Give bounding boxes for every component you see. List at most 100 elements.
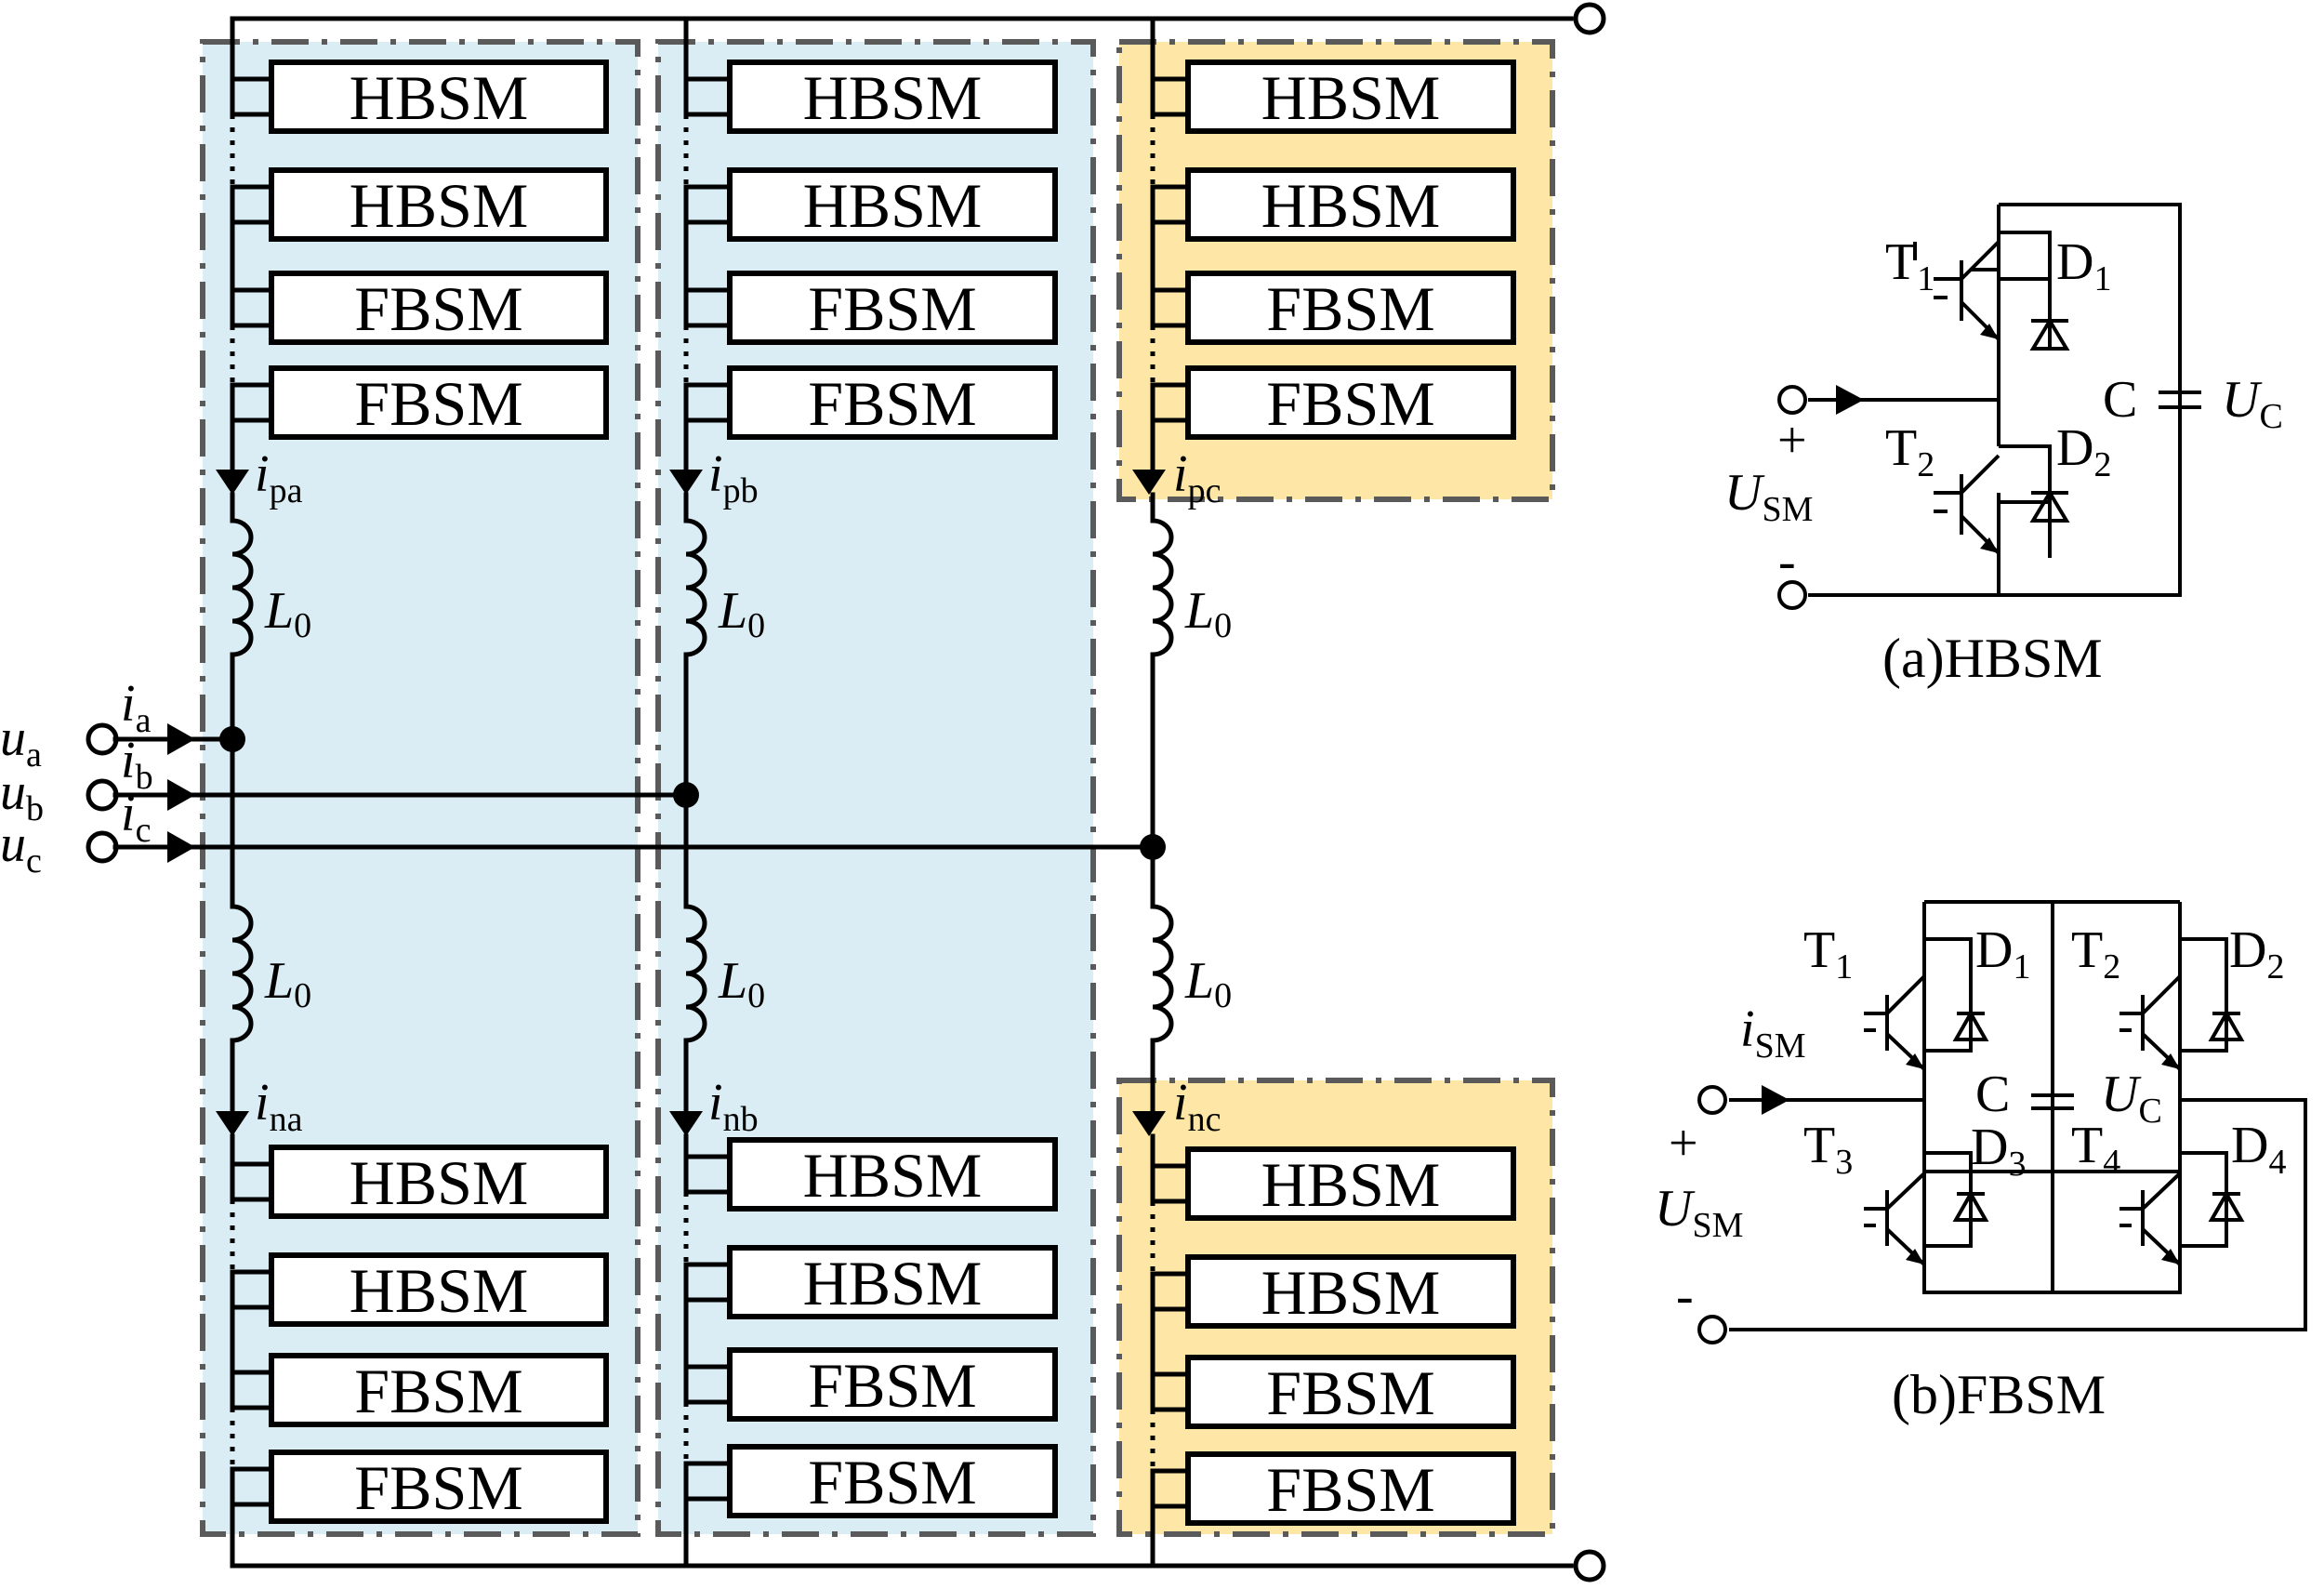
current-arrow-ipa bbox=[216, 470, 249, 495]
fbsm-terminal-minus[interactable] bbox=[1697, 1315, 1727, 1344]
inductor-a-upper bbox=[230, 518, 254, 657]
current-arrow-ipb bbox=[669, 470, 703, 495]
fbsm-d1-triangle bbox=[1952, 1009, 1989, 1041]
ac-current-label-b: ib bbox=[121, 732, 153, 797]
fbsm-capacitor-label: C bbox=[1975, 1066, 2010, 1123]
ac-voltage-label-a: ua bbox=[0, 709, 42, 775]
hbsm-usm-label: USM bbox=[1724, 464, 1813, 529]
current-label-inc: inc bbox=[1173, 1074, 1221, 1139]
junction-dot-c bbox=[1140, 834, 1166, 860]
ac-current-label-a: ia bbox=[121, 675, 152, 740]
ac-terminal-a[interactable] bbox=[86, 722, 119, 756]
fbsm-ism-label: iSM bbox=[1740, 1000, 1805, 1066]
fbsm-caption: (b)FBSM bbox=[1892, 1364, 2106, 1425]
arm-a-lower: HBSM HBSM FBSM FBSM bbox=[269, 1145, 609, 1524]
fbsm-t4-transistor bbox=[2119, 1172, 2182, 1266]
current-arrow-inc bbox=[1132, 1111, 1166, 1136]
submodule-box[interactable] bbox=[727, 1347, 1058, 1422]
submodule-box[interactable] bbox=[727, 167, 1058, 242]
dc-negative-terminal[interactable] bbox=[1573, 1549, 1606, 1582]
submodule-label: HBSM bbox=[803, 170, 983, 241]
fbsm-schematic: T1 T2 T3 T4 D1 D2 D3 D4 C UC iSM + - USM… bbox=[1655, 900, 2307, 1425]
fbsm-terminal-plus[interactable] bbox=[1697, 1085, 1727, 1115]
submodule-box[interactable] bbox=[1185, 60, 1516, 134]
submodule-box[interactable] bbox=[269, 1145, 609, 1219]
fbsm-t2-label: T2 bbox=[2071, 921, 2120, 987]
submodule-box[interactable] bbox=[1185, 1146, 1516, 1221]
hbsm-terminal-minus[interactable] bbox=[1777, 580, 1807, 610]
hbsm-current-arrow bbox=[1836, 385, 1864, 415]
submodule-label: HBSM bbox=[350, 1255, 529, 1326]
fbsm-current-arrow bbox=[1762, 1085, 1789, 1115]
inductor-label-b-lower: L0 bbox=[718, 952, 765, 1015]
inductor-label-b-upper: L0 bbox=[718, 582, 765, 645]
fbsm-d4-label: D4 bbox=[2231, 1117, 2286, 1182]
fbsm-t2-transistor bbox=[2119, 974, 2182, 1071]
ac-terminal-b[interactable] bbox=[86, 778, 119, 812]
arm-a-upper: HBSM HBSM FBSM FBSM bbox=[269, 60, 609, 440]
hbsm-capacitor-label: C bbox=[2103, 371, 2137, 429]
fbsm-d4-triangle bbox=[2208, 1189, 2245, 1222]
submodule-box[interactable] bbox=[727, 1245, 1058, 1319]
hbsm-terminal-plus[interactable] bbox=[1777, 385, 1807, 415]
dc-buses bbox=[230, 2, 1606, 1582]
inductor-b-upper bbox=[683, 518, 707, 657]
current-arrow-inb bbox=[669, 1111, 703, 1136]
submodule-label: FBSM bbox=[354, 368, 522, 439]
arm-b-lower: HBSM HBSM FBSM FBSM bbox=[727, 1137, 1058, 1518]
submodule-box[interactable] bbox=[269, 365, 609, 440]
ac-current-arrow-c bbox=[167, 831, 195, 863]
submodules: HBSM HBSM FBSM FBSM HBSM HBSM FBSM FBSM … bbox=[269, 60, 1516, 1526]
submodule-box[interactable] bbox=[727, 60, 1058, 134]
submodule-box[interactable] bbox=[269, 167, 609, 242]
fbsm-t3-label: T3 bbox=[1803, 1117, 1853, 1182]
arm-currents: ipa ipb ipc ina inb inc bbox=[216, 445, 1221, 1139]
submodule-box[interactable] bbox=[269, 60, 609, 134]
fbsm-minus-sign: - bbox=[1676, 1267, 1694, 1325]
fbsm-t4-label: T4 bbox=[2071, 1117, 2120, 1182]
zone-phase-c-upper-border bbox=[1116, 39, 1555, 502]
submodule-box[interactable] bbox=[1185, 1451, 1516, 1526]
arm-c-upper: HBSM HBSM FBSM FBSM bbox=[1185, 60, 1516, 440]
hbsm-t2-label: T2 bbox=[1885, 419, 1934, 484]
submodule-label: HBSM bbox=[803, 62, 983, 133]
inductor-a-lower bbox=[230, 904, 254, 1043]
hbsm-uc-label: UC bbox=[2222, 371, 2283, 436]
fbsm-plus-sign: + bbox=[1669, 1115, 1698, 1172]
submodule-box[interactable] bbox=[269, 1450, 609, 1524]
submodule-box[interactable] bbox=[1185, 1355, 1516, 1429]
submodule-box[interactable] bbox=[727, 365, 1058, 440]
submodule-box[interactable] bbox=[727, 271, 1058, 345]
submodule-box[interactable] bbox=[1185, 365, 1516, 440]
submodule-box[interactable] bbox=[1185, 167, 1516, 242]
hbsm-d2-label: D2 bbox=[2056, 419, 2111, 484]
submodule-box[interactable] bbox=[727, 1137, 1058, 1212]
hbsm-t1-label: T1 bbox=[1885, 233, 1934, 298]
submodule-label: HBSM bbox=[350, 1147, 529, 1218]
fbsm-t4-emitter-arrow bbox=[2161, 1249, 2180, 1265]
current-arrow-ina bbox=[216, 1111, 249, 1136]
hbsm-caption: (a)HBSM bbox=[1882, 628, 2103, 689]
ac-terminal-c[interactable] bbox=[86, 830, 119, 864]
ac-current-arrow-a bbox=[167, 723, 195, 755]
dc-positive-terminal[interactable] bbox=[1573, 2, 1606, 35]
fbsm-d1-label: D1 bbox=[1975, 921, 2030, 987]
submodule-box[interactable] bbox=[269, 1252, 609, 1327]
junction-dot-a bbox=[219, 726, 245, 752]
submodule-box[interactable] bbox=[1185, 271, 1516, 345]
submodule-box[interactable] bbox=[269, 271, 609, 345]
submodule-box[interactable] bbox=[1185, 1254, 1516, 1329]
arm-rails bbox=[230, 16, 1191, 1569]
inductor-label-c-lower: L0 bbox=[1184, 952, 1232, 1015]
arm-b-upper: HBSM HBSM FBSM FBSM bbox=[727, 60, 1058, 440]
hbsm-d1-triangle bbox=[2029, 317, 2070, 351]
current-label-ina: ina bbox=[255, 1074, 303, 1139]
submodule-box[interactable] bbox=[269, 1353, 609, 1427]
submodule-label: FBSM bbox=[354, 1356, 522, 1426]
inductor-label-a-lower: L0 bbox=[264, 952, 311, 1015]
current-label-inb: inb bbox=[708, 1074, 759, 1139]
hbsm-plus-sign: + bbox=[1777, 412, 1807, 470]
hbsm-capacitor bbox=[2159, 391, 2201, 409]
fbsm-d2-label: D2 bbox=[2229, 921, 2284, 987]
submodule-box[interactable] bbox=[727, 1444, 1058, 1518]
